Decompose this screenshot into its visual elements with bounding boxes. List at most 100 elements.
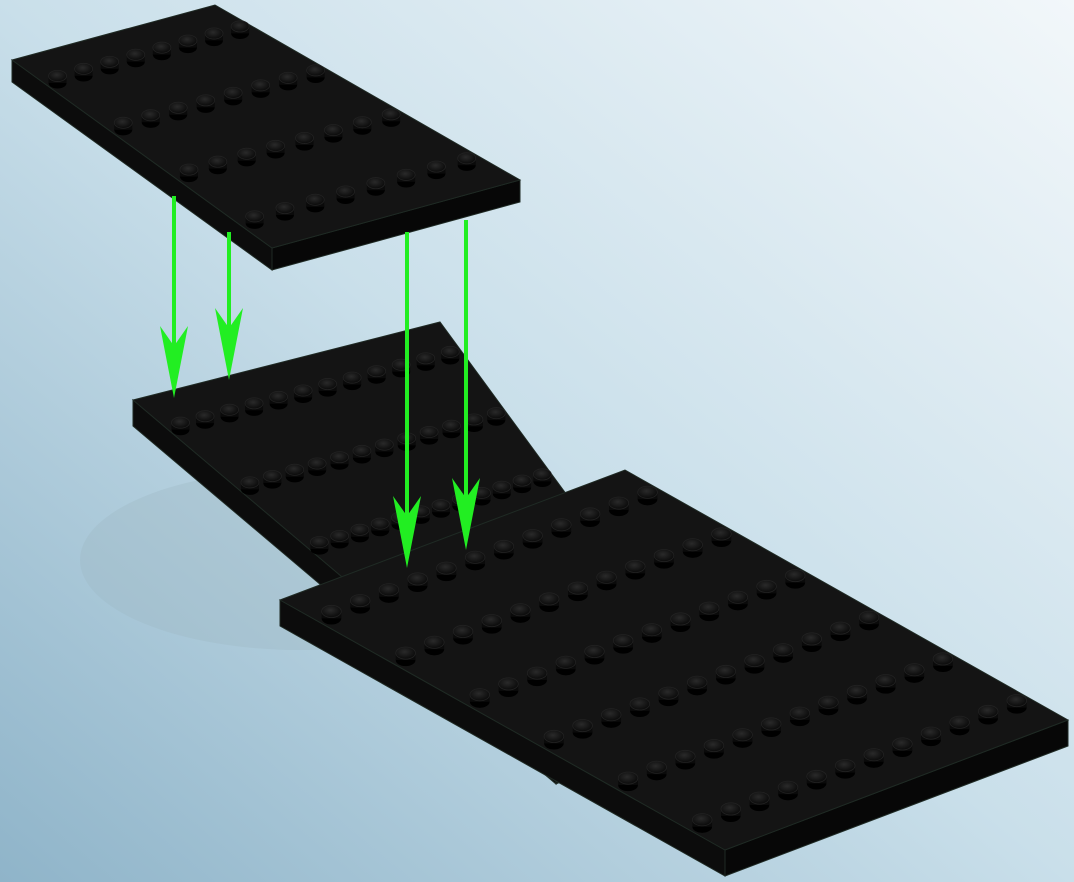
bottom-plate-stud xyxy=(807,770,827,782)
bottom-plate-stud xyxy=(527,667,547,679)
top-plate-stud xyxy=(49,70,67,81)
bottom-plate-stud xyxy=(585,645,605,657)
bottom-plate-stud xyxy=(408,573,428,585)
top-plate-stud xyxy=(267,140,285,151)
bottom-plate-stud xyxy=(1007,694,1027,706)
bottom-plate-stud xyxy=(692,814,712,826)
bottom-plate-stud xyxy=(647,761,667,773)
bottom-plate-stud xyxy=(465,551,485,563)
top-plate-stud xyxy=(209,156,227,167)
bottom-plate-stud xyxy=(642,624,662,636)
bottom-plate-stud xyxy=(745,654,765,666)
bottom-plate-stud xyxy=(601,709,621,721)
bottom-plate-stud xyxy=(785,569,805,581)
bottom-plate-stud xyxy=(687,676,707,688)
bottom-plate-stud xyxy=(831,622,851,634)
middle-plate-stud xyxy=(286,464,304,475)
bottom-plate-stud xyxy=(580,508,600,520)
middle-plate-stud xyxy=(343,372,361,383)
top-plate-stud xyxy=(246,211,264,222)
middle-plate-stud xyxy=(294,385,312,396)
top-plate-stud xyxy=(197,95,215,106)
bottom-plate-stud xyxy=(721,803,741,815)
bottom-plate-stud xyxy=(671,613,691,625)
bottom-plate-stud xyxy=(630,698,650,710)
middle-plate-stud xyxy=(432,500,450,511)
bottom-plate-stud xyxy=(654,549,674,561)
top-plate-stud xyxy=(224,87,242,98)
middle-plate-stud xyxy=(420,426,438,437)
bottom-plate-stud xyxy=(893,738,913,750)
top-plate-stud xyxy=(142,110,160,121)
top-plate-stud xyxy=(101,56,119,67)
bottom-plate-stud xyxy=(523,529,543,541)
top-plate-stud xyxy=(367,178,385,189)
bottom-plate-stud xyxy=(470,689,490,701)
bottom-plate-stud xyxy=(699,602,719,614)
bottom-plate-stud xyxy=(773,644,793,656)
middle-plate-stud xyxy=(196,411,214,422)
bottom-plate-stud xyxy=(859,611,879,623)
bottom-plate-stud xyxy=(733,729,753,741)
bottom-plate-stud xyxy=(933,653,953,665)
top-plate-stud xyxy=(75,63,93,74)
bottom-plate-stud xyxy=(638,486,658,498)
top-plate-stud xyxy=(353,117,371,128)
bottom-plate-stud xyxy=(683,539,703,551)
middle-plate-stud xyxy=(310,537,328,548)
top-plate-stud xyxy=(114,117,132,128)
top-plate-stud xyxy=(382,109,400,120)
middle-plate-stud xyxy=(368,366,386,377)
bottom-plate-stud xyxy=(609,497,629,509)
middle-plate-stud xyxy=(513,475,531,486)
bottom-plate-stud xyxy=(835,759,855,771)
bottom-plate-stud xyxy=(494,540,514,552)
top-plate-stud xyxy=(296,132,314,143)
bottom-plate-stud xyxy=(761,718,781,730)
middle-plate-stud xyxy=(331,530,349,541)
bottom-plate-stud xyxy=(482,614,502,626)
bottom-plate-stud xyxy=(819,696,839,708)
middle-plate-stud xyxy=(493,481,511,492)
bottom-plate-stud xyxy=(921,727,941,739)
bottom-plate-stud xyxy=(437,562,457,574)
bottom-plate-stud xyxy=(379,584,399,596)
top-plate-stud xyxy=(279,72,297,83)
bottom-plate-stud xyxy=(778,781,798,793)
bottom-plate-stud xyxy=(864,749,884,761)
top-plate-stud xyxy=(179,35,197,46)
bottom-plate-stud xyxy=(424,636,444,648)
middle-plate-stud xyxy=(308,458,326,469)
top-plate-stud xyxy=(205,28,223,39)
middle-plate-stud xyxy=(417,353,435,364)
top-plate-stud xyxy=(252,80,270,91)
top-plate-stud xyxy=(337,186,355,197)
middle-plate-stud xyxy=(331,452,349,463)
top-plate-stud xyxy=(276,202,294,213)
bottom-plate-stud xyxy=(618,772,638,784)
middle-plate-stud xyxy=(319,378,337,389)
middle-plate-stud xyxy=(263,470,281,481)
top-plate-stud xyxy=(153,42,171,53)
middle-plate-stud xyxy=(221,404,239,415)
bottom-plate-stud xyxy=(350,594,370,606)
top-plate-stud xyxy=(238,148,256,159)
bottom-plate-stud xyxy=(613,634,633,646)
bottom-plate-stud xyxy=(573,719,593,731)
bottom-plate-stud xyxy=(712,528,732,540)
middle-plate-stud xyxy=(533,469,551,480)
top-plate-stud xyxy=(169,102,187,113)
top-plate-stud xyxy=(180,164,198,175)
bottom-plate-stud xyxy=(757,580,777,592)
middle-plate-stud xyxy=(487,408,505,419)
bottom-plate-stud xyxy=(568,582,588,594)
top-plate-stud xyxy=(324,125,342,136)
middle-plate-stud xyxy=(353,445,371,456)
bottom-plate-stud xyxy=(675,750,695,762)
bottom-plate-stud xyxy=(716,665,736,677)
top-plate-stud xyxy=(458,153,476,164)
bottom-plate-stud xyxy=(704,739,724,751)
middle-plate-stud xyxy=(172,417,190,428)
